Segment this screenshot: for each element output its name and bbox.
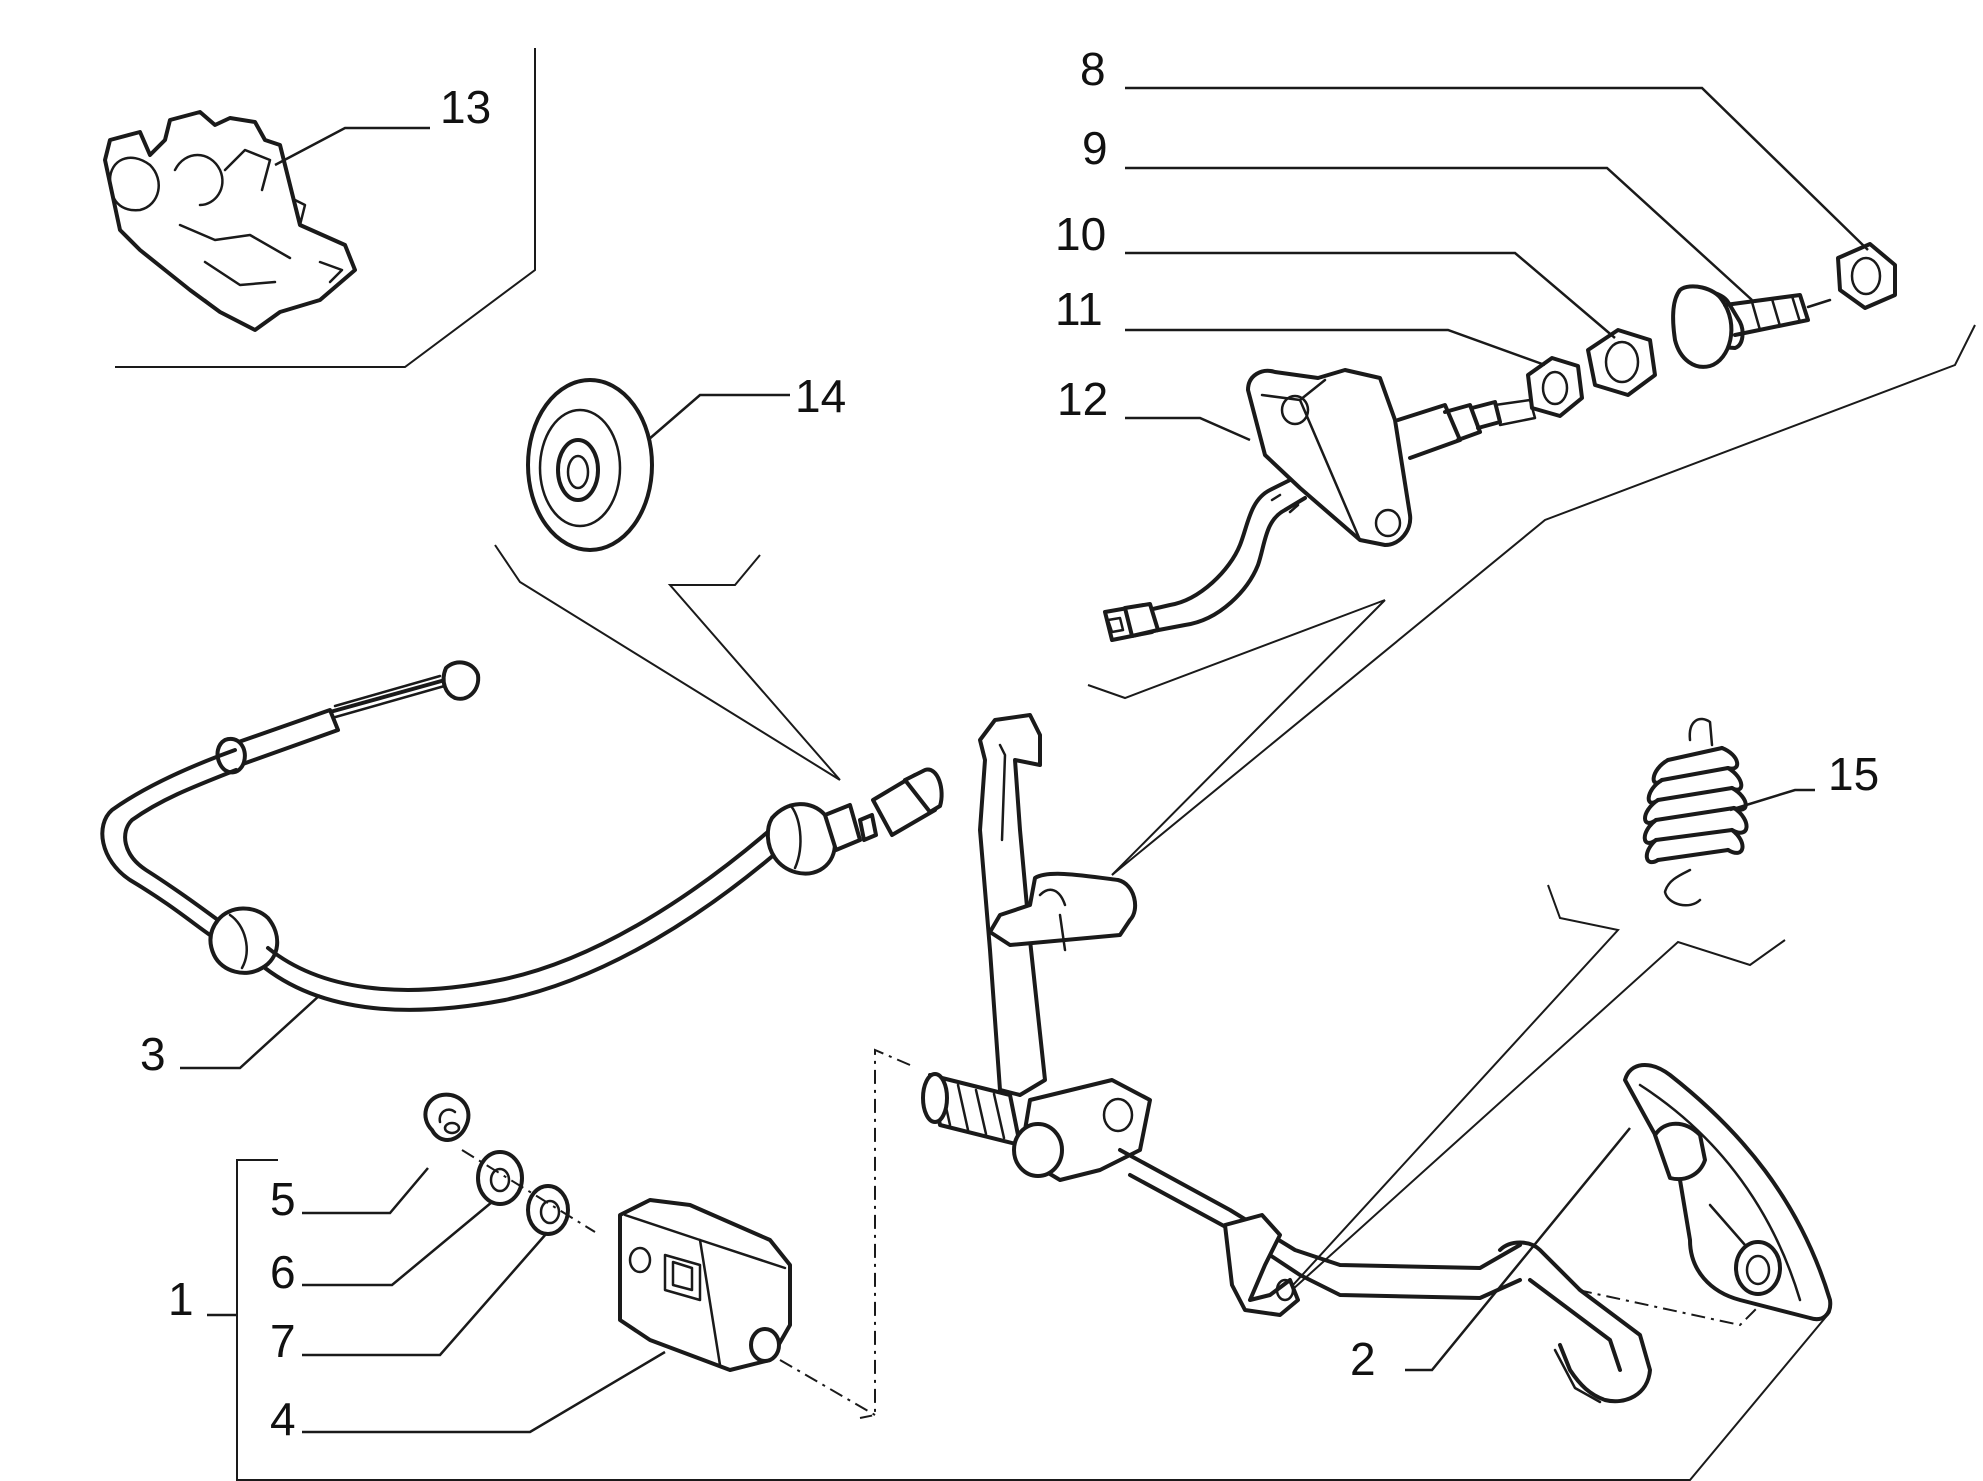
- callout-6: 6: [270, 1246, 296, 1298]
- part-15-bracket-guide: [1271, 884, 1786, 1309]
- part-5-clip: [423, 1092, 471, 1142]
- part-12-bracket-guide: [1087, 599, 1386, 876]
- callout-2: 2: [1350, 1333, 1376, 1385]
- callout-1: 1: [168, 1273, 194, 1325]
- callout-9: 9: [1082, 122, 1108, 174]
- leader-13: [274, 126, 430, 167]
- part-13-connector-bracket: [103, 48, 536, 368]
- part-8-nut: [1836, 242, 1897, 310]
- leader-3: [180, 994, 321, 1070]
- part-11-nut: [1526, 356, 1584, 418]
- callout-12: 12: [1057, 373, 1108, 425]
- leader-15: [1729, 788, 1815, 812]
- part-15-return-spring: [1642, 717, 1749, 907]
- callout-14: 14: [795, 370, 846, 422]
- part-14-bracket-guide: [494, 544, 841, 781]
- callout-7: 7: [270, 1315, 296, 1367]
- leader-12: [1125, 416, 1251, 442]
- long-bracket-guide: [1111, 324, 1976, 876]
- block-axis: [779, 1359, 876, 1416]
- leader-9: [1125, 166, 1753, 301]
- part-3-throttle-cable: [100, 660, 944, 1012]
- callout-5: 5: [270, 1173, 296, 1225]
- leader-11: [1125, 328, 1546, 367]
- leader-8: [1125, 86, 1869, 251]
- callout-15: 15: [1828, 748, 1879, 800]
- leader-5: [302, 1167, 429, 1215]
- callout-4: 4: [270, 1393, 296, 1445]
- leader-2: [1405, 1127, 1631, 1372]
- leader-14: [647, 393, 790, 441]
- part-10-nut: [1586, 328, 1657, 397]
- callout-8: 8: [1080, 43, 1106, 95]
- callout-13: 13: [440, 81, 491, 133]
- pedal-centerline: [1577, 1289, 1761, 1327]
- pivot-centerline: [859, 1048, 911, 1419]
- leader-10: [1125, 251, 1616, 339]
- callout-10: 10: [1055, 208, 1106, 260]
- part-14-bump-disc: [526, 378, 654, 552]
- part-9-adjusting-knob-screw: [1671, 284, 1832, 369]
- leader-4: [302, 1350, 666, 1434]
- part-1-group-bracket: [236, 1159, 1831, 1481]
- part-4-bushing-block: [618, 1198, 792, 1372]
- part-2-accelerator-pedal: [921, 713, 1833, 1404]
- washer-axis: [461, 1149, 596, 1233]
- part-7-washer: [526, 1184, 570, 1236]
- part-12-switch: [1103, 368, 1537, 642]
- leader-6: [302, 1201, 493, 1287]
- leader-7: [302, 1233, 547, 1357]
- callout-11: 11: [1055, 283, 1103, 335]
- callout-3: 3: [140, 1028, 166, 1080]
- part-6-washer: [476, 1150, 524, 1206]
